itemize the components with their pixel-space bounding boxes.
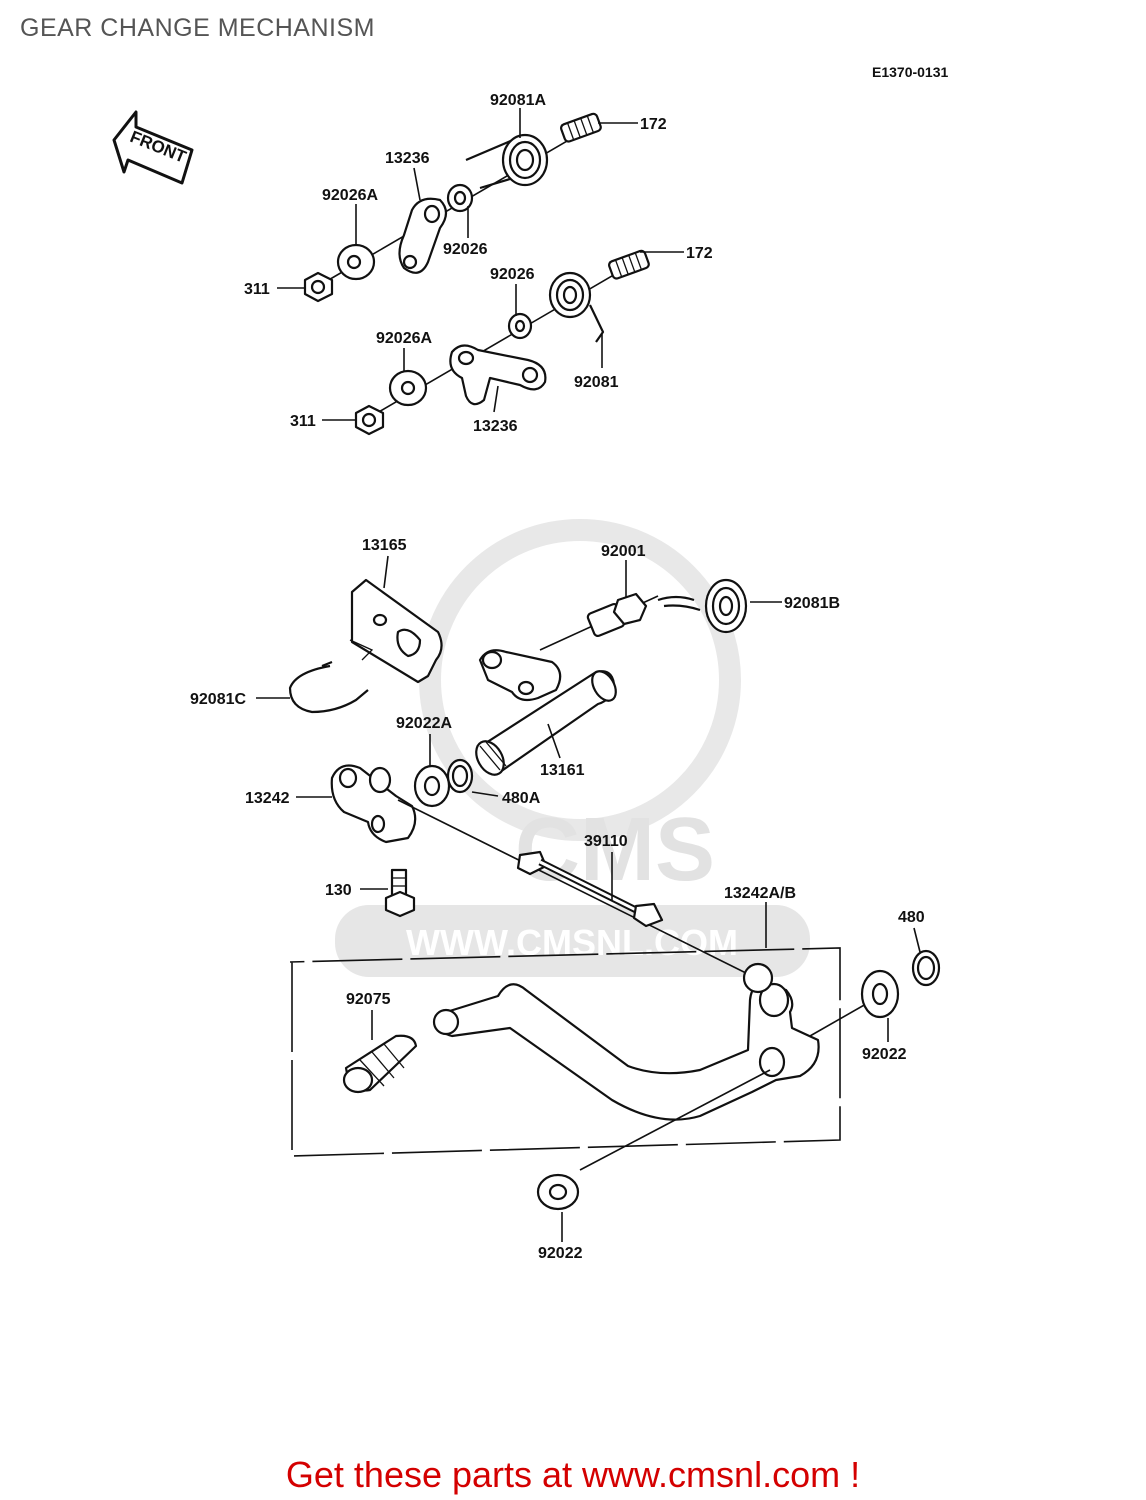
- callout-92081A: 92081A: [490, 92, 546, 109]
- front-arrow: FRONT: [112, 110, 194, 185]
- pedal-assembly-box: [289, 947, 881, 1171]
- callout-92081C: 92081C: [190, 691, 246, 708]
- callout-92026A-b: 92026A: [376, 330, 432, 347]
- watermark: CMS WWW.CMSNL.COM: [335, 519, 810, 977]
- pedal-13242AB: [432, 962, 820, 1121]
- page-title: GEAR CHANGE MECHANISM: [20, 14, 375, 42]
- circlip-480A: [446, 758, 474, 794]
- front-arrow-shape: [112, 110, 194, 185]
- callout-92026A-a: 92026A: [322, 187, 378, 204]
- callout-130: 130: [325, 882, 352, 899]
- callout-13242: 13242: [245, 790, 290, 807]
- callout-480A: 480A: [502, 790, 541, 807]
- callout-13236-b: 13236: [473, 418, 518, 435]
- callout-39110: 39110: [584, 833, 628, 850]
- pedal-box-outline: [289, 947, 841, 1157]
- watermark-brand: CMS: [515, 800, 715, 900]
- watermark-ring: [419, 519, 741, 841]
- nut-311-a: [303, 271, 334, 303]
- pin-172-a: [560, 112, 602, 143]
- washer-92022A: [413, 764, 451, 808]
- washer-92022-bottom: [536, 1173, 580, 1211]
- arm-13236-a: [398, 197, 448, 274]
- upper-assembly-a: [303, 112, 602, 303]
- callout-172-b: 172: [686, 245, 713, 262]
- callout-92001: 92001: [601, 543, 646, 560]
- axis-line: [579, 1069, 771, 1171]
- callout-13161: 13161: [540, 762, 585, 779]
- callout-92022-a: 92022: [862, 1046, 907, 1063]
- bolt-92001: [539, 592, 659, 651]
- lower-assembly: [288, 578, 761, 981]
- spring-92081B: [657, 578, 748, 634]
- shaft-13161: [475, 649, 617, 776]
- callout-311-b: 311: [290, 413, 316, 430]
- upper-assembly-b: [354, 249, 650, 436]
- washer-92026-a: [446, 183, 474, 213]
- watermark-url: WWW.CMSNL.COM: [406, 922, 738, 963]
- callout-labels: 92081A 172 13236 92026A 92026 311 92026 …: [190, 92, 925, 1262]
- callout-480: 480: [898, 909, 925, 926]
- washer-92026-b: [507, 312, 533, 340]
- rubber-92075: [342, 1034, 418, 1094]
- lever-13242: [330, 764, 417, 844]
- bolt-130: [384, 868, 416, 918]
- washer-92026A-b: [388, 369, 428, 407]
- callout-13165: 13165: [362, 537, 407, 554]
- footer-link[interactable]: Get these parts at www.cmsnl.com !: [285, 1454, 861, 1495]
- arm-13236-b: [449, 344, 547, 406]
- circlip-480: [911, 949, 941, 987]
- leader-lines: [256, 108, 921, 1242]
- watermark-band: [335, 905, 810, 977]
- nut-311-b: [354, 404, 385, 436]
- callout-172-a: 172: [640, 116, 667, 133]
- rod-39110: [397, 799, 761, 981]
- callout-311-a: 311: [244, 281, 270, 298]
- callout-92026-b: 92026: [490, 266, 535, 283]
- spring-92081: [548, 271, 605, 343]
- callout-92081B: 92081B: [784, 595, 840, 612]
- callout-13242AB: 13242A/B: [724, 885, 796, 902]
- spring-92081A: [465, 133, 549, 190]
- callout-92075: 92075: [346, 991, 391, 1008]
- callout-92026-a: 92026: [443, 241, 488, 258]
- plate-13165: [349, 578, 443, 684]
- spring-92081C: [288, 660, 369, 714]
- diagram-code: E1370-0131: [872, 64, 949, 80]
- pin-172-b: [608, 249, 650, 280]
- callout-92022A: 92022A: [396, 715, 452, 732]
- callout-92081: 92081: [574, 374, 619, 391]
- callout-92022-b: 92022: [538, 1245, 583, 1262]
- washer-92022-right: [860, 969, 900, 1019]
- washer-92026A-a: [336, 243, 376, 281]
- callout-13236-a: 13236: [385, 150, 430, 167]
